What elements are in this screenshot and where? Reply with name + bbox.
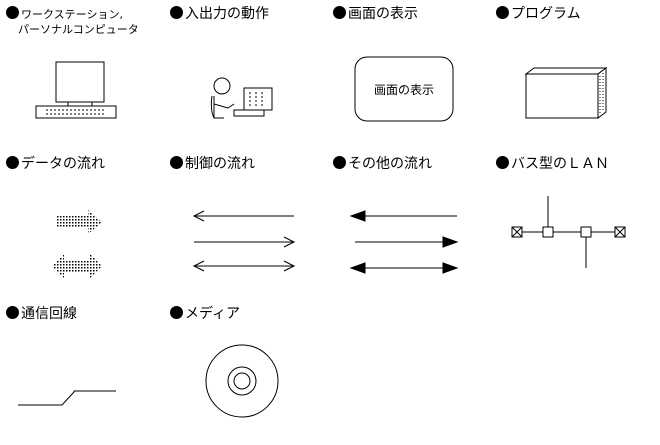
bullet-icon xyxy=(6,156,19,169)
comm-line-label: 通信回線 xyxy=(21,306,77,322)
program-label: プログラム xyxy=(511,6,581,22)
legend-label: ワークステーション, パーソナルコンピュータ xyxy=(6,6,139,37)
media-label: メディア xyxy=(185,306,241,322)
other-flow-label: その他の流れ xyxy=(348,156,432,172)
legend-screen-display: 画面の表示 画面の表示 xyxy=(327,0,487,145)
disc-icon xyxy=(205,344,279,418)
control-flow-label: 制御の流れ xyxy=(185,156,255,172)
screen-display-text: 画面の表示 xyxy=(374,83,434,97)
legend-label: プログラム xyxy=(496,6,581,22)
legend-workstation: ワークステーション, パーソナルコンピュータ xyxy=(0,0,160,145)
legend-comm-line: 通信回線 xyxy=(0,300,160,445)
lightning-line-icon xyxy=(18,390,116,406)
data-flow-label: データの流れ xyxy=(21,156,105,172)
legend-data-flow: データの流れ xyxy=(0,150,160,295)
bullet-icon xyxy=(170,306,183,319)
legend-label: 入出力の動作 xyxy=(170,6,269,22)
bullet-icon xyxy=(496,6,509,19)
bullet-icon xyxy=(496,156,509,169)
legend-label: バス型のＬＡＮ xyxy=(496,156,609,172)
bus-lan-icon xyxy=(511,196,626,268)
legend-label: 通信回線 xyxy=(6,306,77,322)
bullet-icon xyxy=(333,156,346,169)
screen-label: 画面の表示 xyxy=(348,6,418,22)
open-arrow-icon xyxy=(192,210,296,272)
legend-bus-lan: バス型のＬＡＮ xyxy=(490,150,650,295)
bullet-icon xyxy=(170,6,183,19)
workstation-sublabel: パーソナルコンピュータ xyxy=(18,23,139,36)
workstation-icon xyxy=(35,61,117,119)
workstation-label: ワークステーション, xyxy=(21,8,123,21)
legend-program: プログラム xyxy=(490,0,650,145)
bullet-icon xyxy=(6,306,19,319)
bullet-icon xyxy=(333,6,346,19)
io-label: 入出力の動作 xyxy=(185,6,269,22)
legend-label: メディア xyxy=(170,306,240,322)
legend-control-flow: 制御の流れ xyxy=(164,150,324,295)
legend-io-operation: 入出力の動作 xyxy=(164,0,324,145)
screen-display-icon: 画面の表示 xyxy=(354,56,454,122)
bus-lan-label: バス型のＬＡＮ xyxy=(511,156,609,172)
bullet-icon xyxy=(6,6,19,19)
legend-label: 画面の表示 xyxy=(333,6,418,22)
legend-label: その他の流れ xyxy=(333,156,432,172)
legend-label: データの流れ xyxy=(6,156,105,172)
program-box-icon xyxy=(524,67,608,119)
person-terminal-icon xyxy=(210,77,273,119)
legend-other-flow: その他の流れ xyxy=(327,150,487,295)
solid-arrow-icon xyxy=(349,210,459,274)
legend-media: メディア xyxy=(164,300,324,445)
dotted-arrow-icon xyxy=(52,210,102,278)
legend-label: 制御の流れ xyxy=(170,156,255,172)
bullet-icon xyxy=(170,156,183,169)
